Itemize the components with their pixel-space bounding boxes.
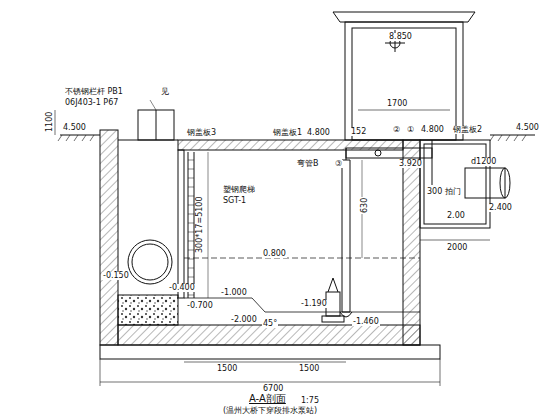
- annotation-label: 1700: [386, 100, 408, 108]
- annotation-label: 2.400: [488, 204, 513, 212]
- annotation-label: -1.190: [300, 300, 328, 308]
- annotation-label: 1500: [298, 365, 320, 373]
- annotation-label: -1.000: [220, 289, 248, 297]
- annotation-label: 钢盖板1: [272, 129, 303, 137]
- annotation-label: 钢盖板3: [186, 129, 217, 137]
- annotation-label: 不锈钢栏杆 PB1: [64, 88, 124, 96]
- annotation-label: 8.850: [388, 33, 413, 41]
- annotation-label: d1200: [470, 158, 497, 166]
- annotation-label: 塑钢爬梯: [222, 186, 256, 194]
- dimension-text: 630: [361, 196, 369, 213]
- annotation-label: 1500: [216, 365, 238, 373]
- annotation-label: 45°: [262, 320, 278, 328]
- annotation-label: -2.000: [230, 316, 258, 324]
- dimension-text: 1100: [46, 111, 54, 133]
- annotation-label: ②: [392, 126, 401, 134]
- annotation-label: 152: [350, 128, 367, 136]
- annotation-label: 弯管B: [296, 160, 320, 168]
- annotation-label: 3.920: [398, 160, 423, 168]
- annotation-label: -0.700: [186, 302, 214, 310]
- annotation-label: 拍门: [444, 188, 462, 196]
- annotation-label: SGT-1: [222, 197, 247, 205]
- section-caption: (温州大桥下穿段排水泵站): [222, 407, 318, 415]
- annotation-label: 300: [426, 188, 443, 196]
- annotation-label: 06J403-1 P67: [64, 99, 119, 107]
- annotation-label: 钢盖板2: [452, 126, 483, 134]
- annotation-label: 4.800: [420, 126, 445, 134]
- annotation-label: 0.800: [262, 250, 287, 258]
- annotation-label: -0.400: [168, 284, 196, 292]
- annotation-label: 4.800: [306, 129, 331, 137]
- annotation-label: 6700: [262, 385, 284, 393]
- annotation-label: 4.500: [62, 124, 87, 132]
- annotation-label: 2000: [446, 244, 468, 252]
- annotation-label: 见: [160, 88, 170, 96]
- dimension-text: 300*17=5100: [196, 196, 204, 255]
- annotation-label: 2.00: [446, 212, 466, 220]
- annotation-label: -0.150: [102, 272, 130, 280]
- section-title: A-A剖面: [248, 394, 287, 404]
- annotation-label: 4.500: [515, 124, 540, 132]
- annotation-label: 1:75: [300, 397, 320, 405]
- annotation-label: ①: [406, 126, 415, 134]
- annotation-label: -1.460: [352, 318, 380, 326]
- annotation-label: ③: [334, 160, 343, 168]
